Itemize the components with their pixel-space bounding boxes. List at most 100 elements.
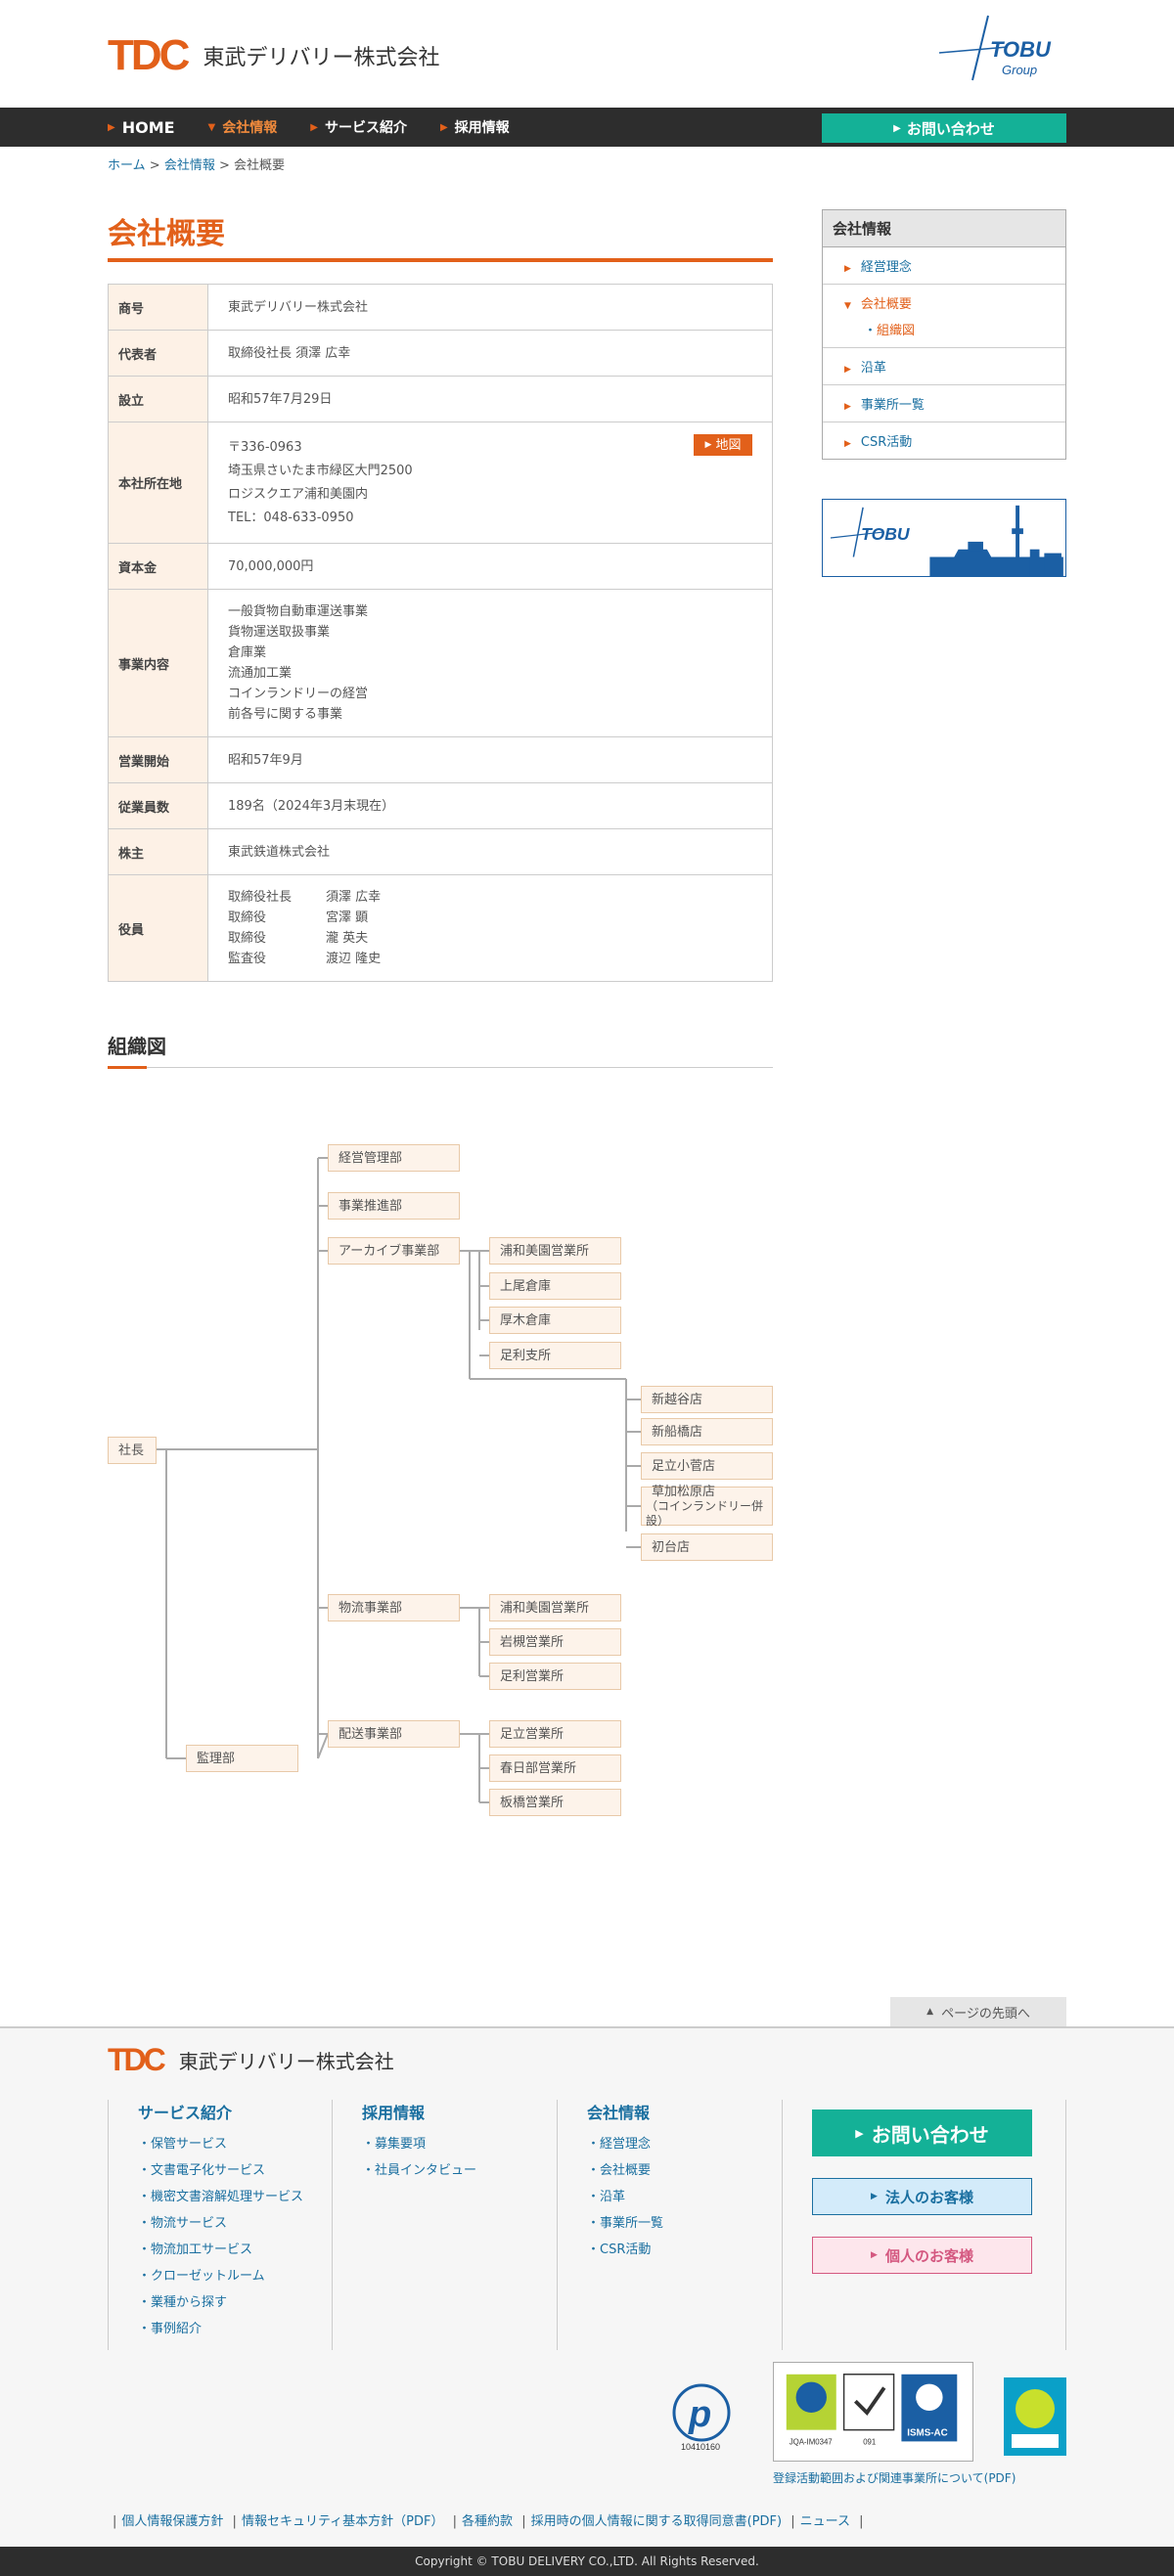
sidebar-item-offices[interactable]: ▶事業所一覧 <box>823 385 1065 422</box>
table-row: 商号 東武デリバリー株式会社 <box>108 284 773 331</box>
sidebar-item-philosophy[interactable]: ▶経営理念 <box>823 247 1065 285</box>
org-node: 足立小菅店 <box>641 1452 773 1480</box>
org-president: 社長 <box>108 1437 157 1464</box>
cert-scope-link[interactable]: 登録活動範囲および関連事業所について(PDF) <box>773 2471 1016 2485</box>
tdc-logo: TDC <box>108 31 190 79</box>
site-header: TDC 東武デリバリー株式会社 TOBU Group <box>108 0 1066 108</box>
table-row: 営業開始 昭和57年9月 <box>108 736 773 783</box>
svg-text:10410160: 10410160 <box>681 2442 720 2452</box>
triangle-down-icon: ▼ <box>844 301 851 311</box>
triangle-right-icon: ▶ <box>108 121 115 133</box>
brand[interactable]: TDC 東武デリバリー株式会社 <box>108 31 439 80</box>
sidebar-menu: 会社情報 ▶経営理念 ▼会社概要 ・組織図 ▶沿革 ▶事業所一覧 ▶CSR活動 <box>822 209 1066 460</box>
org-archive: アーカイブ事業部 <box>328 1237 460 1265</box>
org-node: 足利支所 <box>489 1342 621 1369</box>
triangle-up-icon: ▲ <box>926 2007 934 2017</box>
main-content: 会社概要 商号 東武デリバリー株式会社 代表者 取締役社長 須澤 広幸 設立 昭… <box>108 209 773 1938</box>
map-button[interactable]: ▶地図 <box>694 434 752 456</box>
org-node: 新船橋店 <box>641 1418 773 1445</box>
table-row: 設立 昭和57年7月29日 <box>108 376 773 422</box>
footer-contact-button[interactable]: ▶お問い合わせ <box>812 2110 1032 2156</box>
org-chart-lines <box>157 1157 641 1803</box>
table-row: 本社所在地 〒336-0963 埼玉県さいたま市緑区大門2500 ロジスクエア浦… <box>108 422 773 544</box>
footer-buttons: ▶お問い合わせ ▶法人のお客様 ▶個人のお客様 <box>783 2100 1066 2350</box>
nav-recruit[interactable]: ▶採用情報 <box>439 120 510 136</box>
triangle-right-icon: ▶ <box>704 439 712 450</box>
org-promo: 事業推進部 <box>328 1192 460 1220</box>
certifications: p 10410160 JQA-IM0347 091 ISMS-AC 登録活動範囲… <box>108 2350 1066 2497</box>
iso-certification-badges[interactable]: JQA-IM0347 091 ISMS-AC <box>773 2362 973 2462</box>
breadcrumb-current: 会社概要 <box>234 158 286 173</box>
breadcrumb-home[interactable]: ホーム <box>108 158 146 173</box>
triangle-right-icon: ▶ <box>310 121 318 133</box>
triangle-right-icon: ▶ <box>844 365 851 375</box>
footer-links: |個人情報保護方針 |情報セキュリティ基本方針（PDF） |各種約款 |採用時の… <box>113 2514 864 2529</box>
chevron-right-icon: ▶ <box>855 2126 864 2140</box>
breadcrumb: ホーム > 会社情報 > 会社概要 <box>108 158 286 173</box>
footer-brand[interactable]: TDC 東武デリバリー株式会社 <box>108 2042 1066 2078</box>
company-name: 東武デリバリー株式会社 <box>178 2050 394 2073</box>
nav-home[interactable]: ▶HOME <box>108 117 175 137</box>
svg-text:091: 091 <box>863 2437 876 2446</box>
footer-corporate-button[interactable]: ▶法人のお客様 <box>812 2178 1032 2215</box>
org-chart: 社長 監理部 経営管理部 事業推進部 アーカイブ事業部 浦和美園営業所 上尾倉庫… <box>108 1097 773 1938</box>
triangle-right-icon: ▶ <box>844 264 851 274</box>
chevron-right-icon: ▶ <box>893 122 901 134</box>
table-row: 資本金 70,000,000円 <box>108 543 773 590</box>
table-row: 役員 取締役社長須澤 広幸 取締役宮澤 顕 取締役瀧 英夫 監査役渡辺 隆史 <box>108 874 773 982</box>
sidebar-item-history[interactable]: ▶沿革 <box>823 348 1065 385</box>
nav-company[interactable]: ▼会社情報 <box>207 120 278 136</box>
org-chart-title: 組織図 <box>108 1031 773 1069</box>
page-title: 会社概要 <box>108 209 773 262</box>
sidebar-item-csr[interactable]: ▶CSR活動 <box>844 435 913 450</box>
sidebar-item-overview[interactable]: ▼会社概要 ・組織図 <box>823 285 1065 348</box>
sidebar: 会社情報 ▶経営理念 ▼会社概要 ・組織図 ▶沿革 ▶事業所一覧 ▶CSR活動 … <box>822 209 1066 1938</box>
site-footer: TDC 東武デリバリー株式会社 サービス紹介 ・保管サービス ・文書電子化サービ… <box>0 2026 1174 2576</box>
triangle-down-icon: ▼ <box>207 121 216 133</box>
table-row: 代表者 取締役社長 須澤 広幸 <box>108 330 773 377</box>
sidebar-subitem-org[interactable]: ・組織図 <box>864 324 916 338</box>
page-top-button[interactable]: ▲ページの先頭へ <box>890 1997 1066 2026</box>
org-logistics: 物流事業部 <box>328 1594 460 1621</box>
company-name: 東武デリバリー株式会社 <box>203 46 440 70</box>
tdc-logo: TDC <box>108 2042 166 2077</box>
footer-col-recruit: 採用情報 ・募集要項 ・社員インタビュー <box>333 2100 558 2350</box>
tobu-banner[interactable]: TOBU <box>822 499 1066 577</box>
org-node: 足立営業所 <box>489 1720 621 1748</box>
safety-certification-icon[interactable] <box>1004 2377 1066 2456</box>
chevron-right-icon: ▶ <box>871 2250 878 2260</box>
org-node: 新越谷店 <box>641 1386 773 1413</box>
org-node: 春日部営業所 <box>489 1754 621 1782</box>
org-node: 岩槻営業所 <box>489 1628 621 1656</box>
footer-col-services: サービス紹介 ・保管サービス ・文書電子化サービス ・機密文書溶解処理サービス … <box>108 2100 333 2350</box>
sidebar-title: 会社情報 <box>823 210 1065 247</box>
footer-columns: サービス紹介 ・保管サービス ・文書電子化サービス ・機密文書溶解処理サービス … <box>108 2100 1066 2350</box>
svg-text:TOBU: TOBU <box>990 37 1052 62</box>
copyright: Copyright © TOBU DELIVERY CO.,LTD. All R… <box>0 2547 1174 2576</box>
privacy-mark-icon[interactable]: p 10410160 <box>665 2376 738 2454</box>
org-node: 草加松原店 （コインランドリー併設） <box>641 1485 773 1528</box>
svg-text:TOBU: TOBU <box>861 524 911 544</box>
svg-text:p: p <box>688 2394 711 2435</box>
footer-individual-button[interactable]: ▶個人のお客様 <box>812 2237 1032 2274</box>
triangle-right-icon: ▶ <box>439 121 448 133</box>
global-nav: ▶HOME ▼会社情報 ▶サービス紹介 ▶採用情報 ▶お問い合わせ <box>0 108 1174 147</box>
footer-col-company: 会社情報 ・経営理念 ・会社概要 ・沿革 ・事業所一覧 ・CSR活動 <box>558 2100 783 2350</box>
org-node: 足利営業所 <box>489 1663 621 1690</box>
tobu-group-logo[interactable]: TOBU Group <box>929 12 1066 90</box>
org-node: 上尾倉庫 <box>489 1272 621 1300</box>
svg-text:ISMS-AC: ISMS-AC <box>907 2428 947 2439</box>
org-node: 厚木倉庫 <box>489 1307 621 1334</box>
nav-contact-button[interactable]: ▶お問い合わせ <box>822 113 1066 143</box>
org-node: 初台店 <box>641 1533 773 1561</box>
table-row: 事業内容 一般貨物自動車運送事業 貨物運送取扱事業 倉庫業 流通加工業 コインラ… <box>108 589 773 737</box>
nav-services[interactable]: ▶サービス紹介 <box>310 120 407 136</box>
company-profile-table: 商号 東武デリバリー株式会社 代表者 取締役社長 須澤 広幸 設立 昭和57年7… <box>108 284 773 982</box>
table-row: 株主 東武鉄道株式会社 <box>108 828 773 875</box>
org-node: 板橋営業所 <box>489 1789 621 1816</box>
triangle-right-icon: ▶ <box>844 439 851 449</box>
breadcrumb-company[interactable]: 会社情報 <box>163 158 215 173</box>
org-mgmt: 経営管理部 <box>328 1144 460 1172</box>
svg-text:Group: Group <box>1002 63 1037 77</box>
chevron-right-icon: ▶ <box>871 2192 878 2201</box>
